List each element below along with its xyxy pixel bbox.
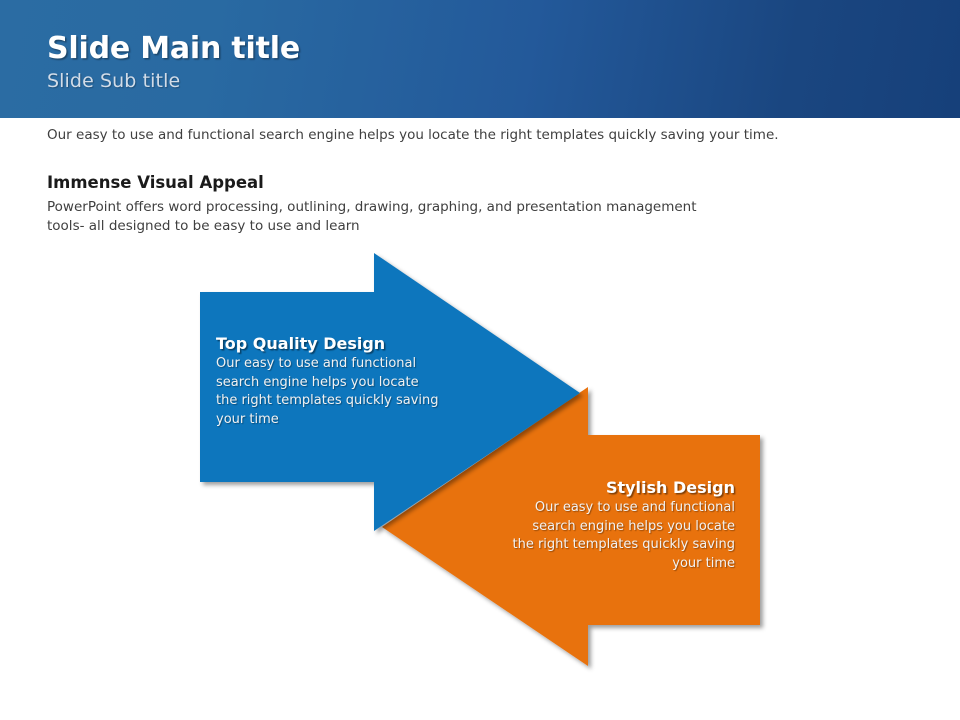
arrow-label-stylish-design: Stylish Design Our easy to use and funct… <box>480 478 736 573</box>
arrow-label-top-quality-design: Top Quality Design Our easy to use and f… <box>216 334 466 429</box>
arrow-title-stylish-design: Stylish Design <box>605 478 735 497</box>
arrow-body-top-quality-design: Our easy to use and functional search en… <box>216 356 439 427</box>
page-subtitle: Slide Sub title <box>47 70 181 92</box>
section-paragraph: PowerPoint offers word processing, outli… <box>47 199 697 234</box>
slide-header-band: Slide Main title Slide Sub title <box>0 0 960 118</box>
arrow-title-top-quality-design: Top Quality Design <box>216 334 386 353</box>
intro-paragraph: Our easy to use and functional search en… <box>47 127 779 143</box>
section-heading: Immense Visual Appeal <box>47 173 264 192</box>
arrow-body-stylish-design: Our easy to use and functional search en… <box>512 500 736 571</box>
page-title: Slide Main title <box>47 31 301 66</box>
